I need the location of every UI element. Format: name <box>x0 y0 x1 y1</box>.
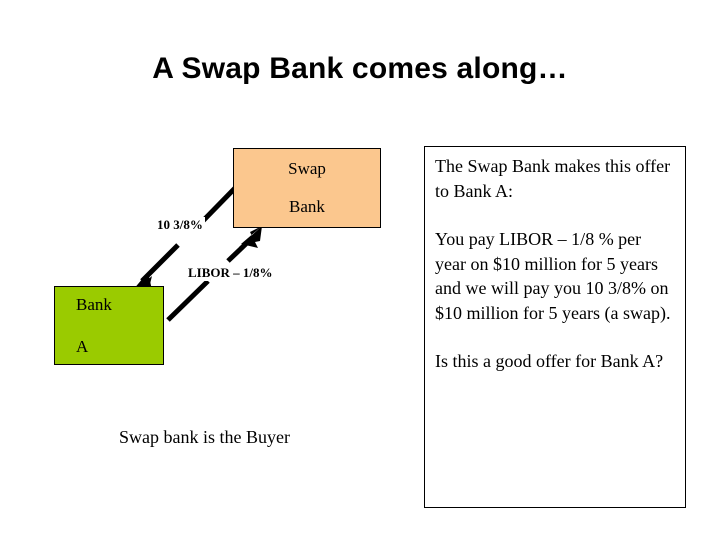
node-swap-bank-line2: Bank <box>289 197 325 216</box>
arrow-label-floating-rate: LIBOR – 1/8% <box>186 265 275 281</box>
node-bank-a-line2: A <box>76 336 89 356</box>
node-bank-a-line1: Bank <box>76 294 112 314</box>
node-swap-bank-line1: Swap <box>288 159 326 178</box>
arrow-label-fixed-rate: 10 3/8% <box>155 217 205 233</box>
fixed-rate-arrow <box>128 183 240 300</box>
page-title: A Swap Bank comes along… <box>152 52 568 85</box>
offer-terms-text: You pay LIBOR – 1/8 % per year on $10 mi… <box>435 229 671 323</box>
node-swap-bank[interactable]: Swap Bank <box>233 148 381 228</box>
offer-panel: The Swap Bank makes this offer to Bank A… <box>424 146 686 508</box>
node-bank-a[interactable]: Bank A <box>54 286 164 365</box>
diagram-caption: Swap bank is the Buyer <box>119 427 290 447</box>
offer-intro-text: The Swap Bank makes this offer to Bank A… <box>435 156 671 201</box>
offer-question-text: Is this a good offer for Bank A? <box>435 351 664 371</box>
